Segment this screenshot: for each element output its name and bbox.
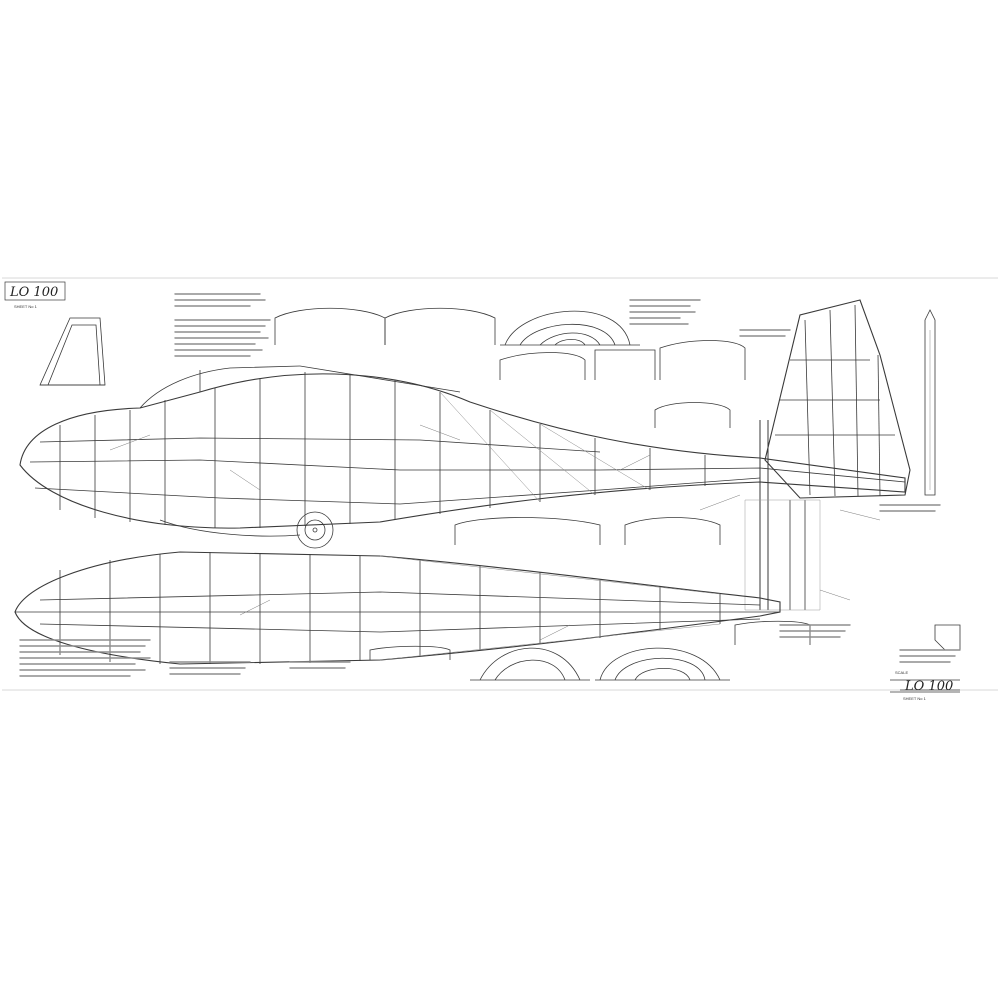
- sheet-ref-top: SHEET No 1: [14, 304, 38, 309]
- fin-rudder: [744, 299, 911, 611]
- title-box-top: [4, 281, 66, 301]
- fuselage-top-view: [14, 551, 781, 665]
- small-parts-right: [900, 309, 961, 691]
- scale-label-bottom: SCALE: [895, 670, 908, 675]
- annotation-text-blocks: [19, 293, 961, 677]
- sheet-ref-bottom: SHEET No 1: [903, 696, 927, 701]
- annotation-leaders: [109, 424, 881, 641]
- former-sections-bottom: [369, 517, 811, 681]
- fuselage-side-view: [19, 365, 906, 549]
- title-box-bottom: [890, 679, 960, 693]
- title-top: LO 100: [9, 285, 58, 300]
- former-sections-top: [274, 307, 746, 428]
- title-bottom: LO 100: [904, 679, 953, 694]
- canopy-frame-detail: [39, 317, 106, 386]
